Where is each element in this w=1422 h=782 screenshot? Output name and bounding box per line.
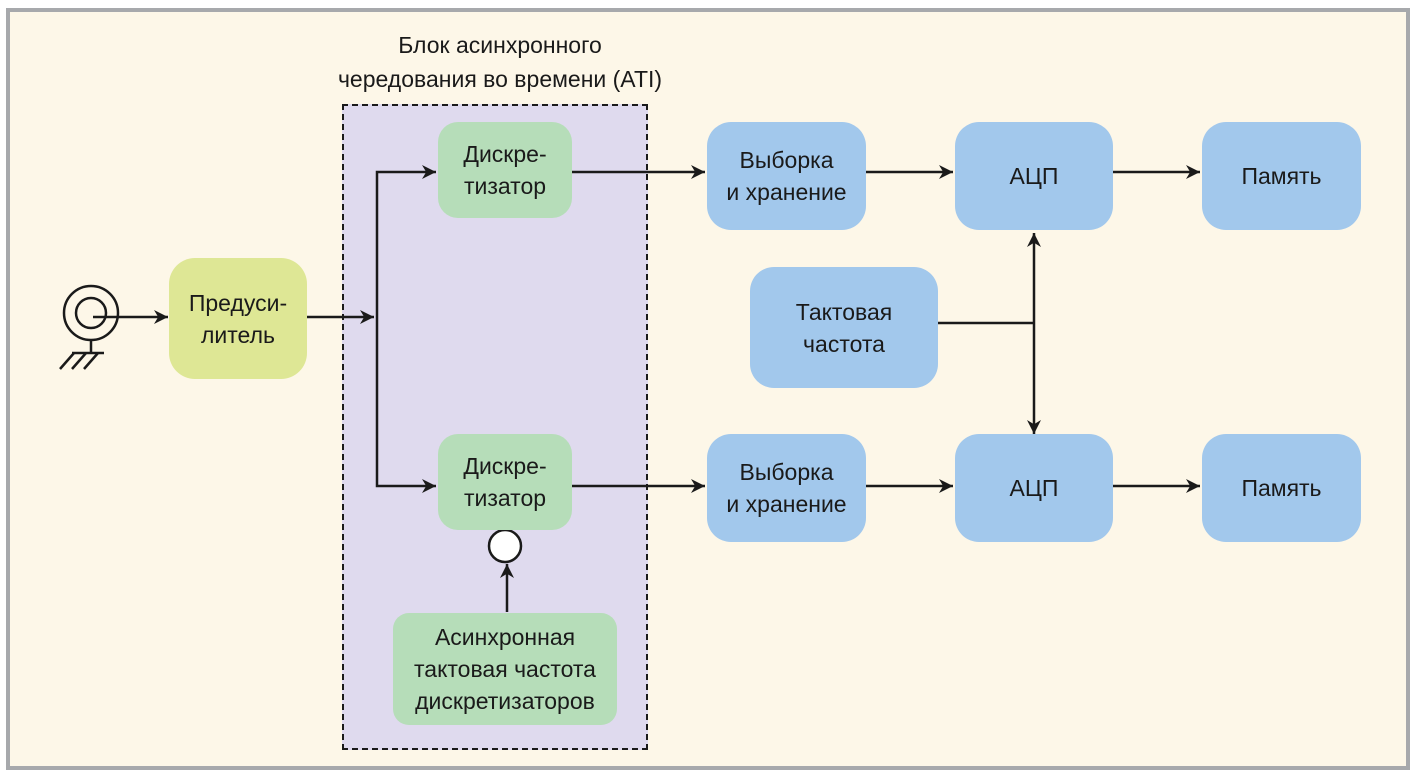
- adc-bottom-label: АЦП: [1009, 475, 1059, 501]
- preamp-line1: Предуси-: [188, 289, 288, 316]
- diagram-frame: [6, 8, 1410, 770]
- sample-hold-bottom-line2: и хранение: [726, 491, 847, 517]
- memory-bottom-block: Память: [1202, 434, 1361, 542]
- memory-bottom-label: Память: [1241, 475, 1322, 501]
- sampler-top-line1: Дискре-: [463, 141, 547, 167]
- async-clock-line1: Асинхронная: [434, 624, 576, 650]
- memory-top-block: Память: [1202, 122, 1361, 230]
- adc-top-label: АЦП: [1009, 163, 1059, 189]
- clock-line2: частота: [803, 330, 885, 357]
- memory-top-label: Память: [1241, 163, 1322, 189]
- adc-bottom-block: АЦП: [955, 434, 1113, 542]
- sample-hold-top-block: Выборка и хранение: [707, 122, 866, 230]
- sampler-top-line2: тизатор: [463, 173, 547, 199]
- sample-hold-bottom-line1: Выборка: [739, 459, 834, 485]
- sampler-top-block: Дискре- тизатор: [438, 122, 572, 218]
- async-clock-line3: дискретизаторов: [415, 688, 595, 714]
- adc-top-block: АЦП: [955, 122, 1113, 230]
- split-to-bottom-sampler-arrow: [375, 317, 436, 493]
- clock-input-circle: [487, 528, 523, 564]
- sample-hold-top-line2: и хранение: [726, 179, 847, 205]
- ati-block-title: Блок асинхронного чередования во времени…: [300, 28, 700, 96]
- ati-title-line1: Блок асинхронного: [398, 32, 602, 58]
- clock-line1: Тактовая: [795, 298, 893, 325]
- antenna-icon: [59, 284, 120, 370]
- ati-title-line2: чередования во времени (ATI): [337, 66, 663, 92]
- clock-block: Тактовая частота: [750, 267, 938, 388]
- async-clock-line2: тактовая частота: [414, 656, 596, 682]
- split-to-top-sampler-arrow: [375, 165, 436, 317]
- sampler-bottom-line1: Дискре-: [463, 453, 547, 479]
- preamplifier-block: Предуси- литель: [169, 258, 307, 379]
- sampler-bottom-line2: тизатор: [463, 485, 547, 511]
- sample-hold-bottom-block: Выборка и хранение: [707, 434, 866, 542]
- preamp-line2: литель: [201, 321, 275, 348]
- async-clock-block: Асинхронная тактовая частота дискретизат…: [393, 613, 617, 725]
- sampler-bottom-block: Дискре- тизатор: [438, 434, 572, 530]
- sample-hold-top-line1: Выборка: [739, 147, 834, 173]
